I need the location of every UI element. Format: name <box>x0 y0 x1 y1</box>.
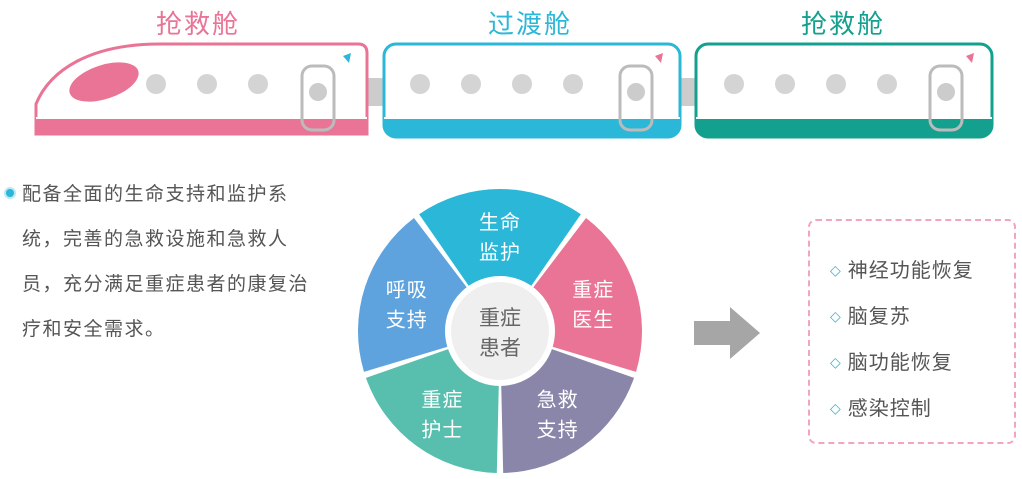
car-title-3: 抢救舱 <box>800 10 885 40</box>
light-car-1 <box>343 53 351 63</box>
coupler-2 <box>678 78 698 106</box>
hub-label-line1: 重症 <box>479 306 521 330</box>
wheel-hub <box>445 276 555 386</box>
outcome-item: ◇神经功能恢复 <box>830 258 974 282</box>
diamond-icon: ◇ <box>830 401 842 417</box>
windows-car-1 <box>146 74 268 94</box>
wheel-segment-label: 生命 <box>479 210 521 234</box>
wheel-segment-label: 重症 <box>572 278 614 302</box>
outcome-item: ◇脑功能恢复 <box>830 350 953 374</box>
outcomes-box: ◇神经功能恢复 ◇脑复苏 ◇脑功能恢复 ◇感染控制 <box>808 219 1016 444</box>
wheel-segment-label: 医生 <box>572 308 614 332</box>
light-car-2 <box>655 53 663 63</box>
train-car-2 <box>382 42 682 139</box>
wheel-segment-label: 支持 <box>537 417 579 441</box>
front-window <box>69 62 139 102</box>
windows-car-3 <box>724 74 897 94</box>
wheel-segment-label: 监护 <box>479 240 521 264</box>
wheel-segment <box>419 189 581 331</box>
wheel-segment-label: 护士 <box>421 417 463 441</box>
wheel-segment-label: 支持 <box>386 308 428 332</box>
bullet-dot <box>6 189 14 197</box>
arrow-right-icon <box>694 307 760 359</box>
car-title-1: 抢救舱 <box>155 10 240 40</box>
wheel-segment-label: 急救 <box>537 387 579 411</box>
wheel-segment-label: 呼吸 <box>386 278 428 302</box>
wheel-segment-label: 重症 <box>421 387 463 411</box>
door-car-2 <box>618 64 654 132</box>
hub-label-line2: 患者 <box>479 336 521 360</box>
light-car-3 <box>966 53 974 63</box>
diamond-icon: ◇ <box>830 263 842 279</box>
outcome-item: ◇脑复苏 <box>830 304 911 328</box>
outcome-item: ◇感染控制 <box>830 396 932 420</box>
diamond-icon: ◇ <box>830 355 842 371</box>
door-car-1 <box>300 64 336 132</box>
door-car-3 <box>928 64 964 132</box>
car-title-2: 过渡舱 <box>487 10 572 40</box>
description-text: 配备全面的生命支持和监护系统，完善的急救设施和急救人员，充分满足重症患者的康复治… <box>22 183 310 340</box>
diamond-icon: ◇ <box>830 309 842 325</box>
train-car-3 <box>694 42 994 139</box>
train-car-1 <box>34 42 369 136</box>
train-illustration <box>34 42 994 139</box>
windows-car-2 <box>410 74 583 94</box>
coupler-1 <box>365 78 385 106</box>
